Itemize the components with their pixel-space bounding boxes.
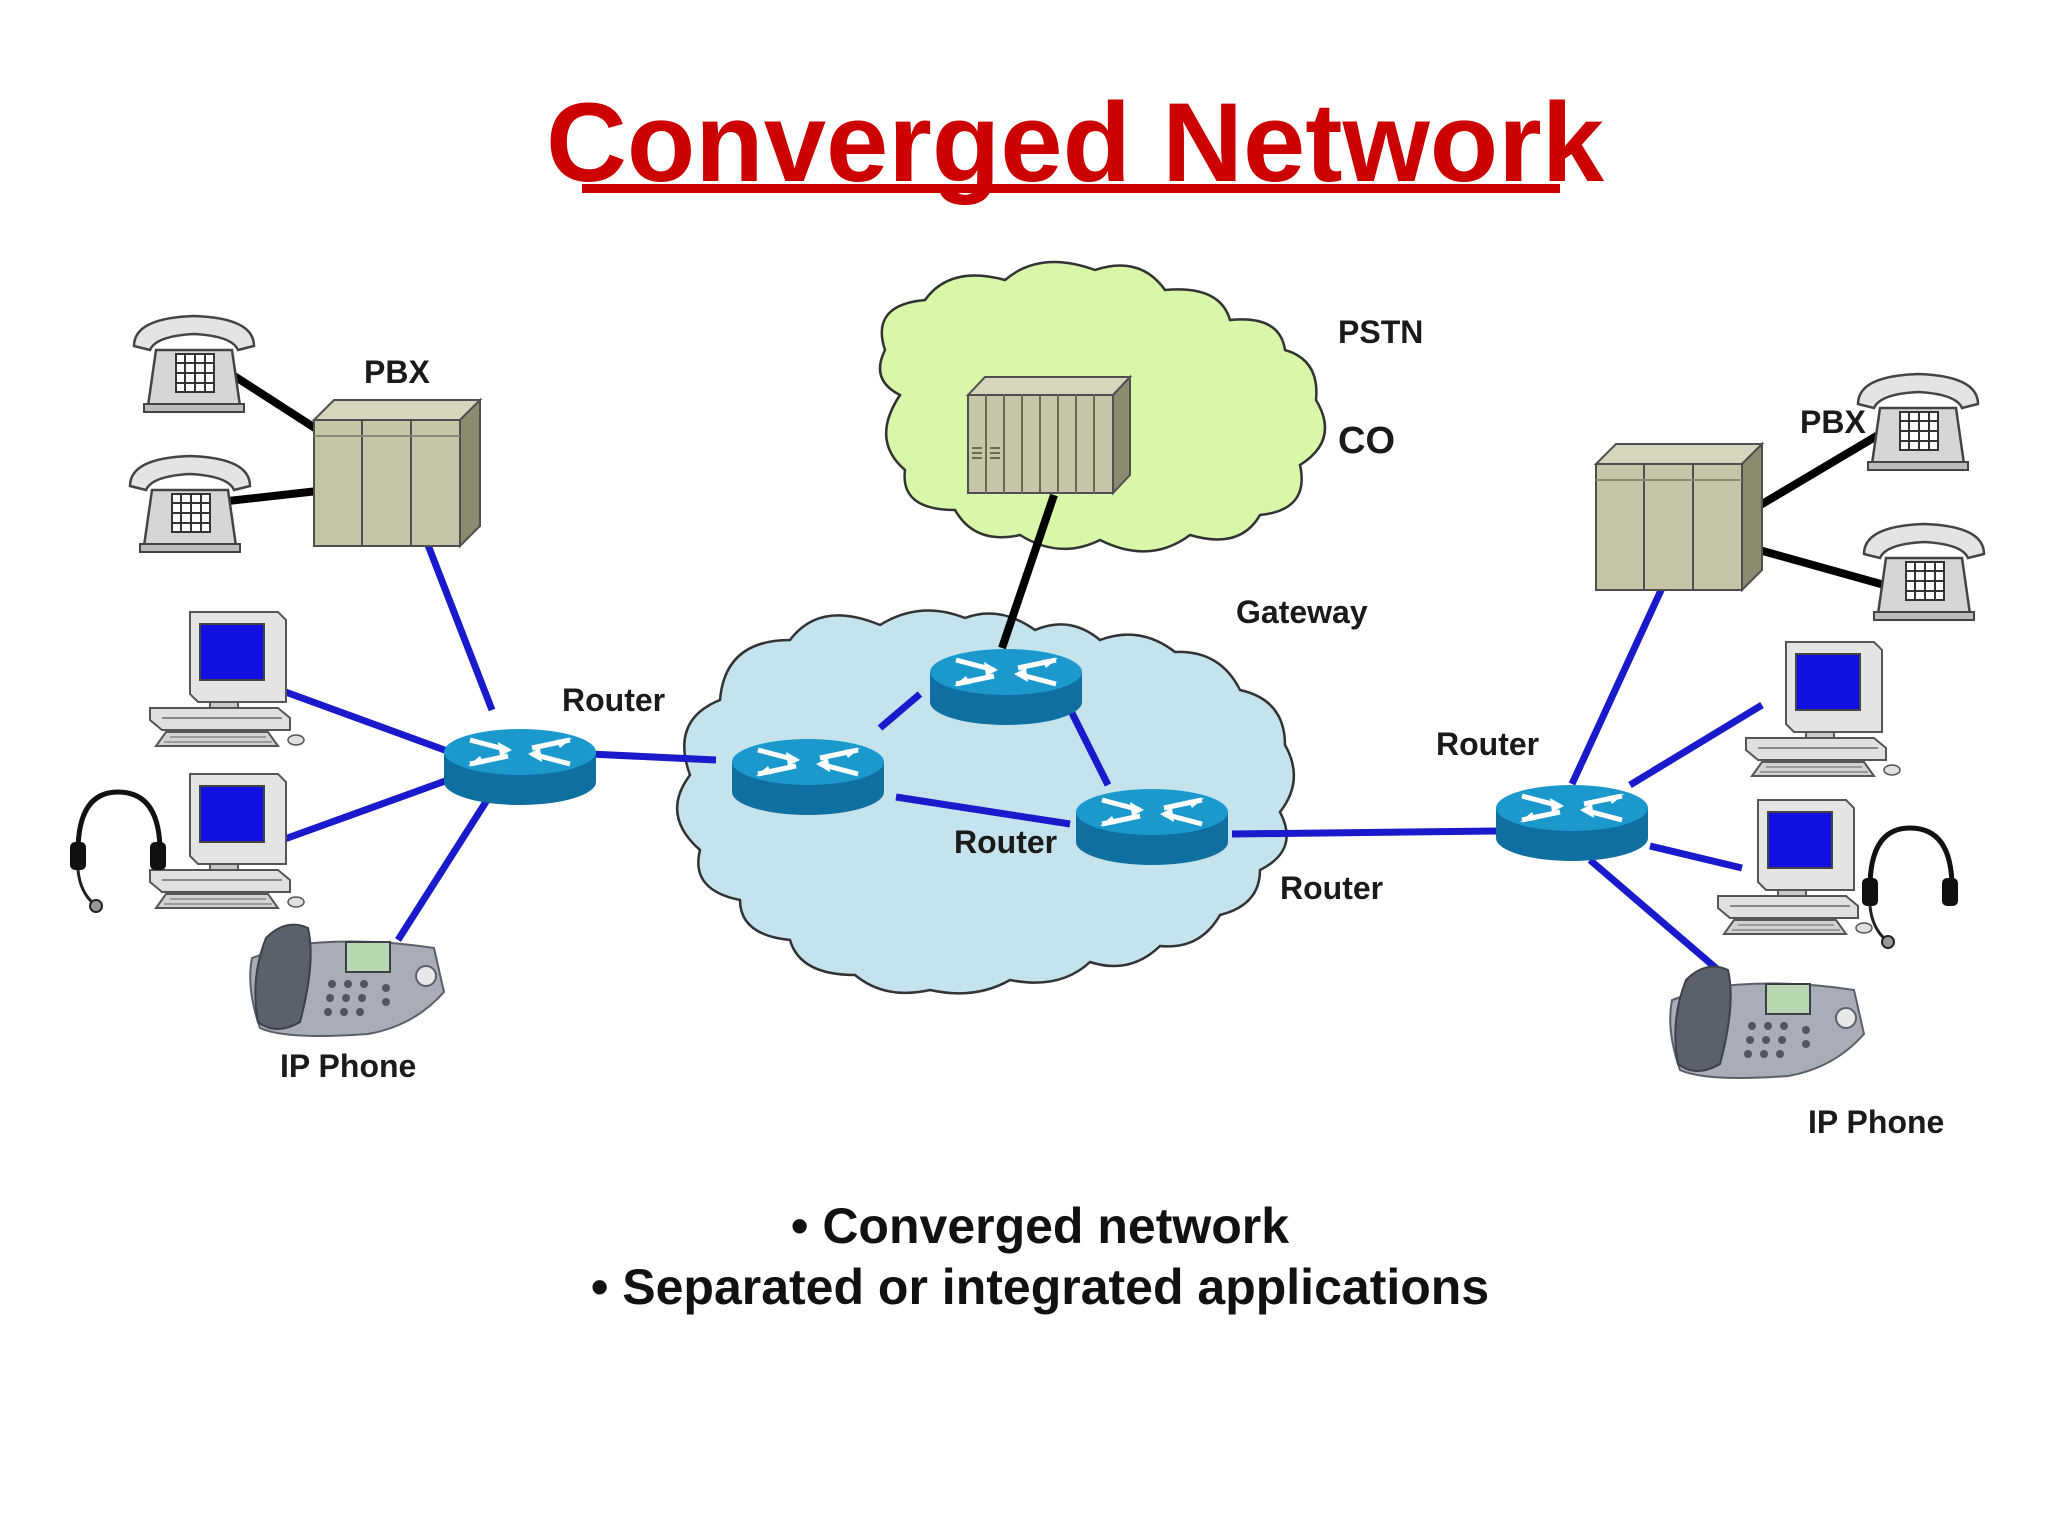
- telephone-icon: [1856, 372, 1980, 472]
- router-center-label: Router: [954, 824, 1058, 860]
- pbx-switch-icon: [1595, 443, 1763, 591]
- ip-phone-icon: [249, 923, 445, 1037]
- headset-icon: [1862, 828, 1958, 948]
- pbx-right-label: PBX: [1800, 404, 1866, 440]
- network-links: [225, 368, 1890, 978]
- router-icon: [930, 649, 1082, 725]
- title-underline: [582, 184, 1560, 193]
- ip-phone-icon: [1669, 965, 1865, 1079]
- computer-icon: [149, 611, 305, 747]
- pbx-switch-icon: [313, 399, 481, 547]
- co-switch-icon: [965, 374, 1133, 496]
- ip-phone-left-label: IP Phone: [280, 1048, 417, 1084]
- gateway-label: Gateway: [1236, 594, 1368, 630]
- computer-icon: [149, 773, 305, 909]
- router-icon: [1076, 789, 1228, 865]
- bullet-item: • Separated or integrated applications: [590, 1259, 1490, 1315]
- bullet-item: • Converged network: [790, 1198, 1290, 1254]
- bullet-list: • Converged network • Separated or integ…: [0, 1196, 2048, 1318]
- router-right-label: Router: [1436, 726, 1540, 762]
- router-icon: [732, 739, 884, 815]
- router-edge-label: Router: [1280, 870, 1384, 906]
- pstn-label: PSTN: [1338, 314, 1424, 350]
- computer-icon: [1745, 641, 1901, 777]
- telephone-icon: [132, 314, 256, 414]
- ip-phone-right-label: IP Phone: [1808, 1104, 1945, 1140]
- router-icon: [444, 729, 596, 805]
- router-left-label: Router: [562, 682, 666, 718]
- telephone-icon: [1862, 522, 1986, 622]
- co-label: CO: [1338, 420, 1395, 462]
- headset-icon: [70, 792, 166, 912]
- pbx-left-label: PBX: [364, 354, 430, 390]
- router-icon: [1496, 785, 1648, 861]
